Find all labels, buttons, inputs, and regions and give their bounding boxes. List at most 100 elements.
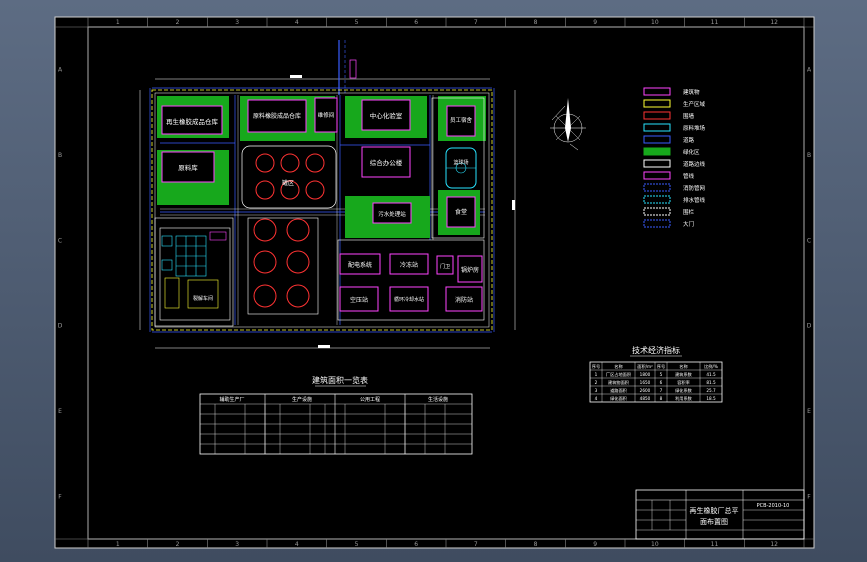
storage-tank <box>286 250 310 274</box>
grid-col-label: 6 <box>414 19 418 26</box>
storage-tanks <box>253 153 325 308</box>
tech-table-cell: 25.7 <box>706 388 716 393</box>
label-fire-station: 消防站 <box>455 296 473 304</box>
tech-table-cell: 18.5 <box>706 396 716 401</box>
label-central-lab: 中心化验室 <box>370 111 403 120</box>
site-plan: 再生橡胶成品仓库 原料橡胶成品仓库 维修间 中心化验室 员工宿舍 原料库 罐区 … <box>139 40 516 349</box>
legend-label: 围墙 <box>683 112 695 120</box>
grid-col-label: 4 <box>295 19 299 26</box>
label-pyrolysis-workshop: 裂解车间 <box>193 295 213 302</box>
area-group-aux: 辅助生产厂 <box>219 396 244 403</box>
building-gate-guard <box>436 255 454 275</box>
tech-table-cell: 厂区占地面积 <box>606 371 631 378</box>
building-office <box>361 146 411 178</box>
area-group-utility: 公用工程 <box>360 396 380 403</box>
label-canteen: 食堂 <box>455 208 467 216</box>
tech-table-cell: 绿化系数 <box>675 387 693 394</box>
label-repair-shop: 维修间 <box>318 111 335 119</box>
grid-col-label: 9 <box>593 19 597 26</box>
grid-col-label: 10 <box>651 19 659 26</box>
label-basketball: 篮球场 <box>453 159 468 166</box>
north-arrow-icon <box>550 98 586 151</box>
grid-col-label: 9 <box>593 541 597 548</box>
building-staff-dorm <box>446 105 476 137</box>
legend-label: 围栏 <box>683 208 695 216</box>
legend-swatch <box>643 147 671 156</box>
legend-swatch <box>643 135 671 144</box>
building-central-lab <box>361 99 411 131</box>
label-air-compressor: 空压站 <box>350 296 368 304</box>
legend-label: 绿化区 <box>683 148 700 156</box>
title-line-2: 面布置图 <box>700 517 728 526</box>
legend-swatch <box>643 183 671 192</box>
legend-swatch <box>643 111 671 120</box>
grid-col-label: 5 <box>355 19 359 26</box>
grid-row-label: D <box>58 323 63 330</box>
label-sewage-plant: 污水处理站 <box>378 210 406 218</box>
label-tank-area: 罐区 <box>282 179 294 187</box>
tech-table-cell: 5 <box>660 372 663 377</box>
building-air-compressor <box>339 286 379 312</box>
grid-row-label: A <box>807 67 812 74</box>
storage-tank <box>253 218 277 242</box>
tech-table-cell: 2600 <box>640 388 651 393</box>
building-repair-shop <box>314 97 338 133</box>
tech-table-cell: 利用系数 <box>675 395 693 402</box>
grid-row-label: B <box>58 152 62 159</box>
grid-row-label: F <box>58 493 62 500</box>
grid-col-label: 6 <box>414 541 418 548</box>
tech-table-cell: 名称 <box>614 363 622 370</box>
tech-table-cell: 2 <box>595 380 598 385</box>
grid-col-label: 12 <box>770 541 778 548</box>
grid-col-label: 5 <box>355 541 359 548</box>
legend-swatch <box>643 159 671 168</box>
grid-col-label: 1 <box>116 541 120 548</box>
grid-col-label: 8 <box>534 541 538 548</box>
grid-row-label: C <box>58 237 62 244</box>
label-cooling-station: 冷冻站 <box>400 261 418 269</box>
label-raw-material-store: 原料库 <box>178 163 198 172</box>
grid-col-label: 8 <box>534 19 538 26</box>
storage-tank <box>253 250 277 274</box>
tech-table-cell: 比例/% <box>704 363 718 370</box>
label-power-distribution: 配电系统 <box>348 261 372 269</box>
legend-label: 排水管线 <box>683 196 706 204</box>
grid-col-label: 11 <box>711 19 719 26</box>
grid-col-label: 3 <box>235 19 239 26</box>
grid-col-label: 10 <box>651 541 659 548</box>
drawing-number: PCB-2010-10 <box>757 503 790 509</box>
label-office: 综合办公楼 <box>370 158 403 167</box>
grid-row-label: F <box>807 493 811 500</box>
storage-tank <box>253 284 277 308</box>
grid-col-label: 1 <box>116 19 120 26</box>
tech-table-cell: 面积/m² <box>637 363 653 370</box>
grid-row-label: A <box>58 67 63 74</box>
building-power-distribution <box>339 253 381 275</box>
building-raw-material-store <box>161 151 215 183</box>
building-canteen <box>446 196 476 228</box>
legend-swatch <box>643 99 671 108</box>
building-sewage-plant <box>372 202 412 224</box>
legend-swatch <box>643 207 671 216</box>
storage-tank <box>286 284 310 308</box>
area-group-living: 生活设施 <box>428 396 448 403</box>
label-gate-guard: 门卫 <box>440 263 450 270</box>
label-cooling-water: 循环冷却水站 <box>394 296 424 303</box>
grid-col-label: 7 <box>474 19 478 26</box>
legend-label: 生产区域 <box>683 100 706 108</box>
building-boiler-room <box>457 255 483 283</box>
legend-swatch <box>643 87 671 96</box>
tech-table-cell: 1 <box>595 372 598 377</box>
label-raw-rubber-warehouse: 原料橡胶成品仓库 <box>253 112 301 120</box>
grid-row-label: E <box>58 408 62 415</box>
storage-tank <box>286 218 310 242</box>
storage-tank <box>280 153 300 173</box>
building-fire-station <box>445 286 483 312</box>
tech-table-cell: 建筑系数 <box>675 371 693 378</box>
label-rubber-finished-warehouse: 再生橡胶成品仓库 <box>166 117 219 126</box>
site-boundary <box>151 89 493 331</box>
storage-tank <box>280 180 300 200</box>
